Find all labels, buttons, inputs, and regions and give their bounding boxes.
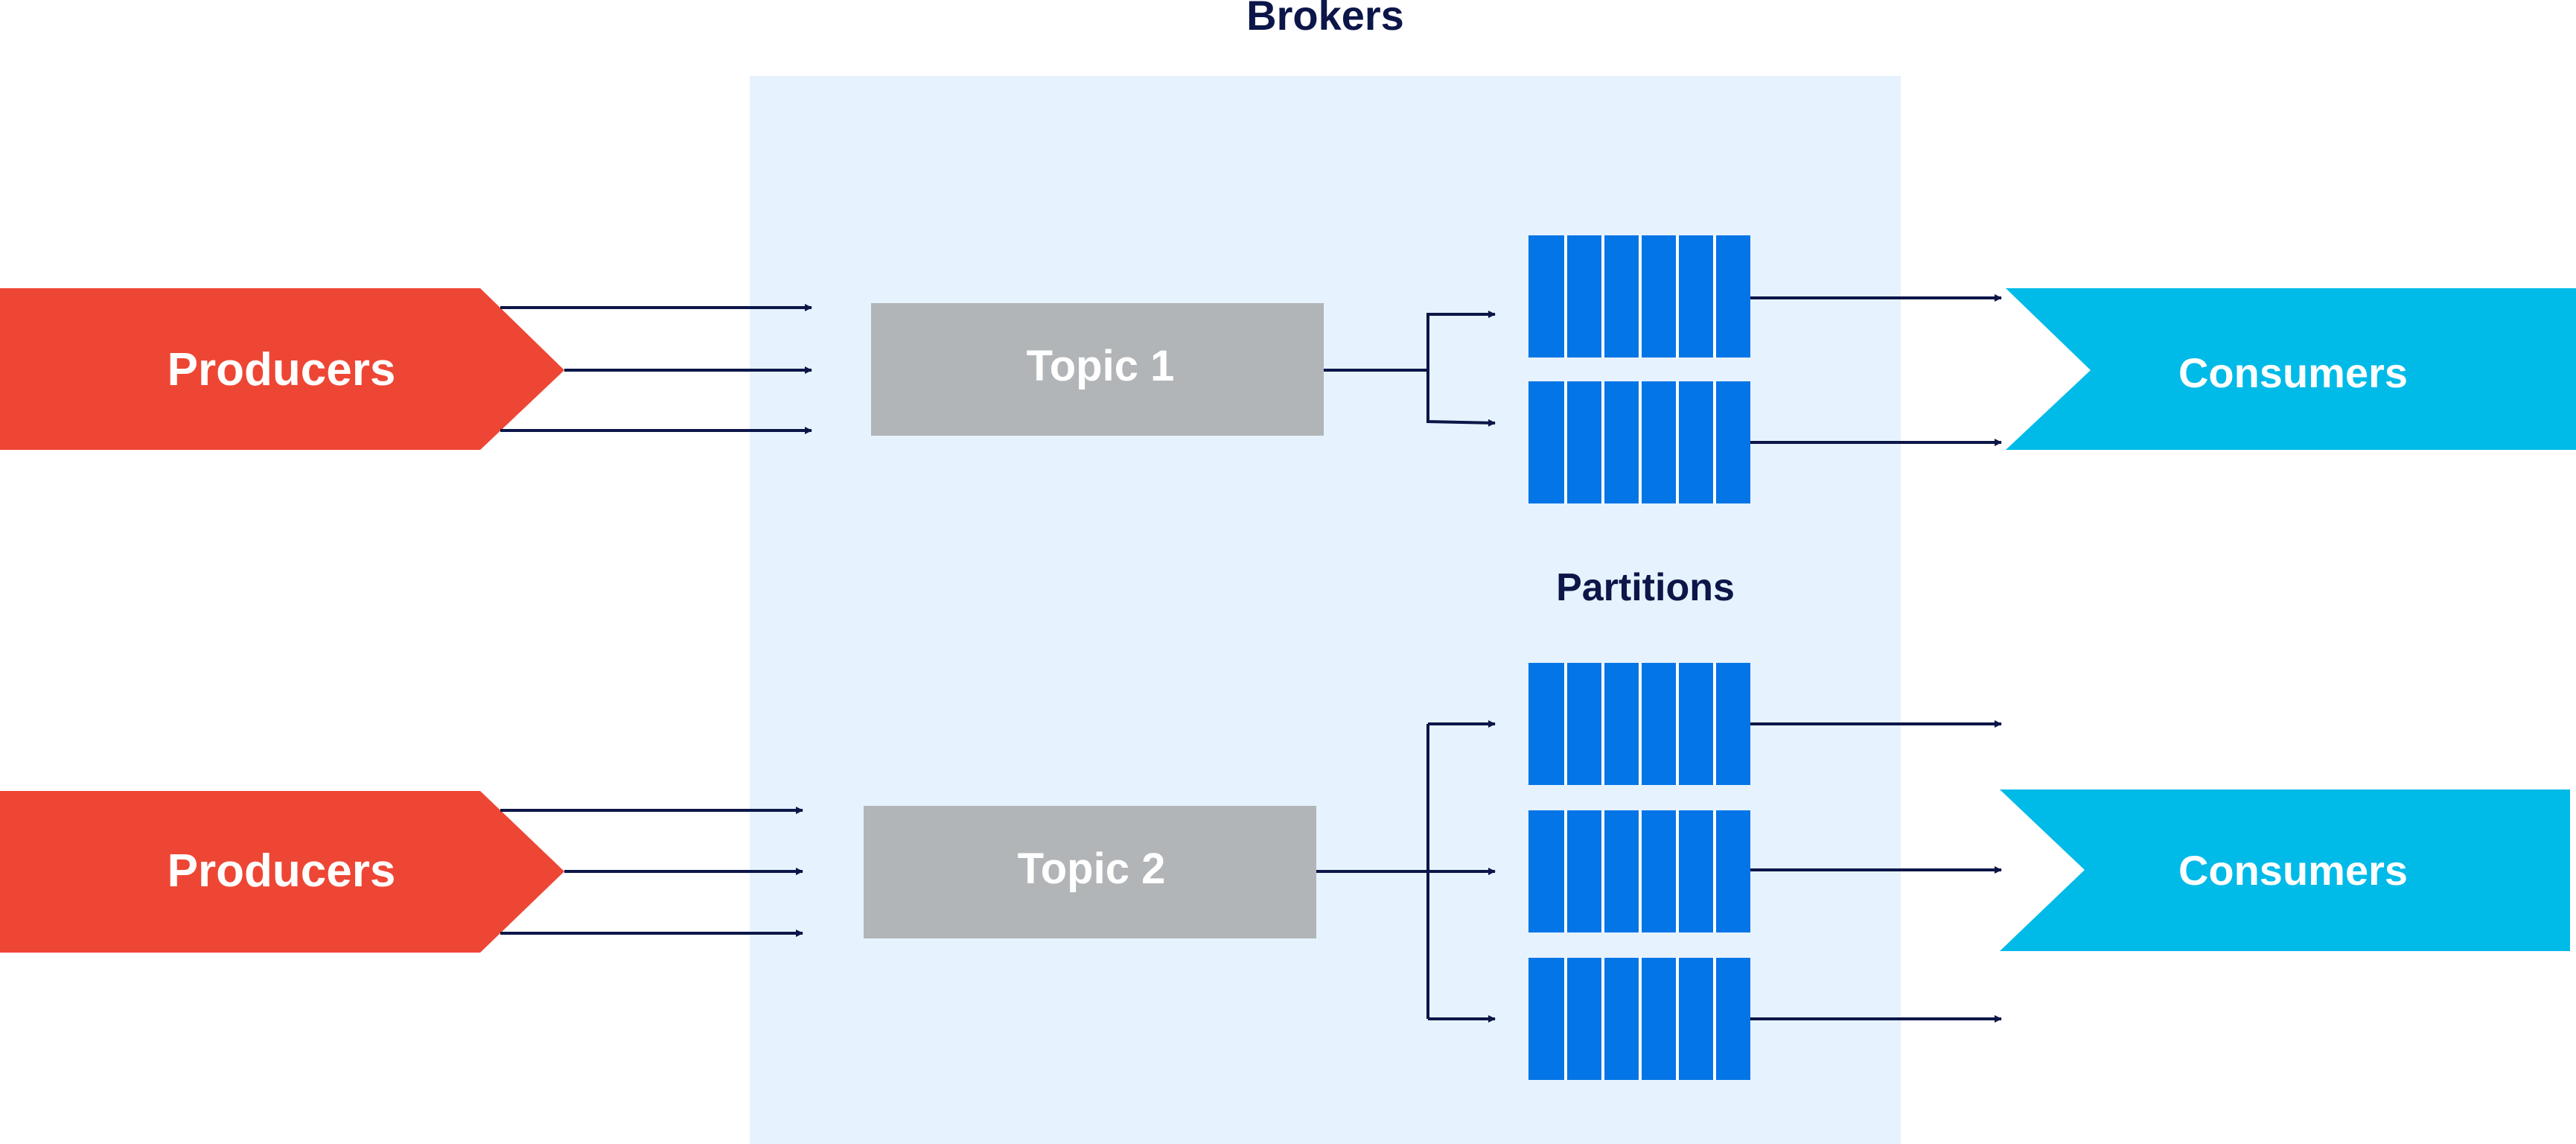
partition-consumer-arrows — [1750, 294, 2002, 1023]
partition-segments — [1564, 810, 1716, 932]
connector-arrow — [1426, 370, 1496, 427]
producers-block: Producers — [0, 791, 564, 953]
partitions-label: Partitions — [1556, 566, 1735, 609]
consumer-label: Consumers — [2178, 847, 2408, 894]
topic-label: Topic 2 — [1018, 845, 1166, 893]
partition — [1528, 663, 1750, 785]
brokers-title: Brokers — [1246, 0, 1404, 39]
producer-arrows-topic-2 — [500, 807, 803, 937]
partition — [1528, 235, 1750, 358]
consumers-block: Consumers — [2006, 288, 2576, 450]
producer-arrows-topic-1 — [500, 304, 812, 434]
consumer-shape — [2006, 288, 2576, 450]
producers-block: Producers — [0, 288, 564, 450]
topic-box — [871, 303, 1324, 436]
partition — [1528, 958, 1750, 1080]
topic-2-partition-connectors — [1316, 720, 1496, 1023]
partition-segments — [1564, 235, 1716, 358]
topic-2: Topic 2 — [864, 806, 1316, 938]
producer-label: Producers — [168, 845, 396, 897]
topic-box — [864, 806, 1316, 938]
producer-label: Producers — [168, 344, 396, 395]
consumer-label: Consumers — [2178, 349, 2408, 396]
partition-segments — [1564, 958, 1716, 1080]
topic-1: Topic 1 — [871, 303, 1324, 436]
connector-arrow — [1426, 311, 1496, 370]
partition — [1528, 810, 1750, 932]
partition-segments — [1564, 663, 1716, 785]
consumers-block: Consumers — [2000, 789, 2570, 951]
producer-shape — [0, 791, 564, 953]
partition-segments — [1564, 381, 1716, 503]
topic-1-partition-connectors — [1324, 311, 1496, 427]
partition — [1528, 381, 1750, 503]
producer-shape — [0, 288, 564, 450]
topic-label: Topic 1 — [1027, 342, 1175, 390]
consumer-shape — [2000, 789, 2570, 951]
